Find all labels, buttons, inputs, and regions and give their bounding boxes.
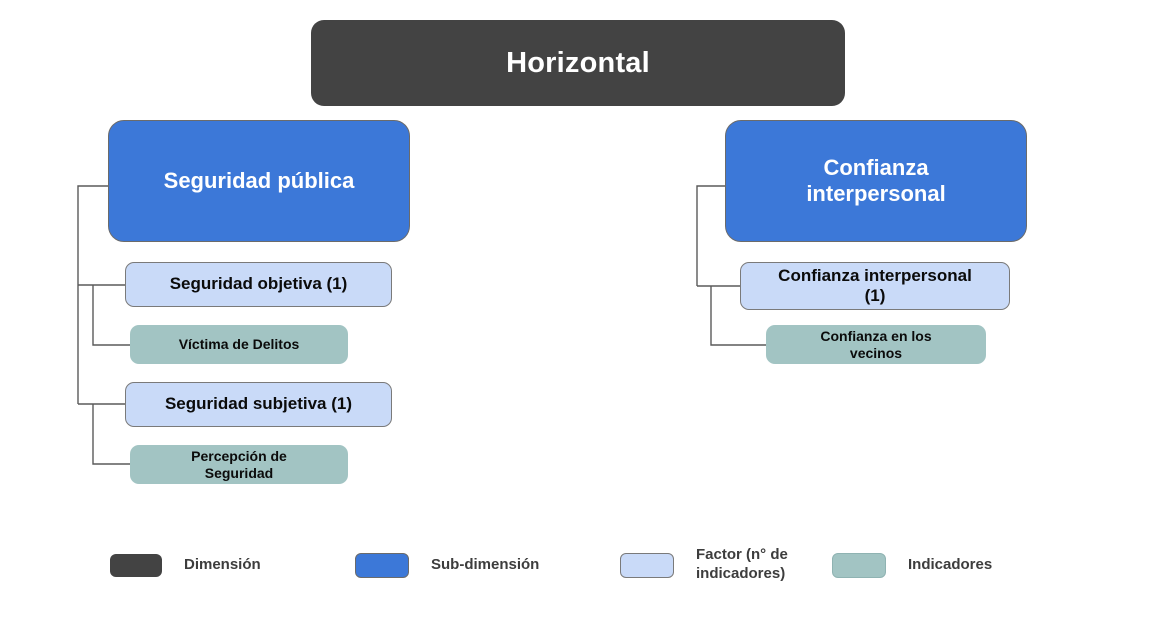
subdimension-node-seguridad-publica[interactable]: Seguridad pública: [108, 120, 410, 242]
legend-label-dimension: Dimensión: [184, 555, 261, 573]
indicator-label: Confianza en los vecinos: [820, 327, 932, 361]
legend-swatch-factor: [620, 552, 674, 578]
legend-item-subdimension[interactable]: Sub-dimensión: [355, 543, 539, 587]
subdimension-label: Seguridad pública: [163, 168, 355, 194]
connector-right-trunk: [696, 185, 725, 286]
indicator-label: Víctima de Delitos: [178, 336, 300, 353]
connector-left-indicator-2: [92, 404, 130, 465]
factor-label: Seguridad objetiva (1): [169, 274, 348, 294]
indicator-node-confianza-en-los-vecinos[interactable]: Confianza en los vecinos: [766, 325, 986, 364]
dimension-label: Horizontal: [506, 46, 650, 79]
subdimension-label: Confianza interpersonal: [806, 155, 946, 206]
subdimension-node-confianza-interpersonal[interactable]: Confianza interpersonal: [725, 120, 1027, 242]
legend-swatch-dimension: [110, 553, 162, 577]
factor-node-seguridad-objetiva[interactable]: Seguridad objetiva (1): [125, 262, 392, 307]
legend-item-indicator[interactable]: Indicadores: [832, 543, 992, 587]
legend-item-factor[interactable]: Factor (n° de indicadores): [620, 543, 788, 587]
indicator-node-percepcion-de-seguridad[interactable]: Percepción de Seguridad: [130, 445, 348, 484]
factor-label: Confianza interpersonal (1): [778, 265, 972, 305]
dimension-node-horizontal[interactable]: Horizontal: [311, 20, 845, 106]
legend: Dimensión Sub-dimensión Factor (n° de in…: [0, 543, 1154, 587]
factor-node-confianza-interpersonal[interactable]: Confianza interpersonal (1): [740, 262, 1010, 310]
connector-right-indicator-1: [710, 286, 767, 346]
legend-swatch-subdimension: [355, 552, 409, 578]
legend-label-subdimension: Sub-dimensión: [431, 555, 540, 573]
legend-label-indicator: Indicadores: [908, 555, 993, 573]
legend-item-dimension[interactable]: Dimensión: [110, 543, 261, 587]
indicator-node-victima-de-delitos[interactable]: Víctima de Delitos: [130, 325, 348, 364]
legend-label-factor: Factor (n° de indicadores): [696, 546, 788, 582]
indicator-label: Percepción de Seguridad: [191, 447, 287, 481]
connector-left-trunk: [77, 185, 108, 404]
factor-label: Seguridad subjetiva (1): [164, 394, 353, 414]
connector-left-indicator-1: [92, 285, 130, 346]
legend-swatch-indicator: [832, 552, 886, 578]
factor-node-seguridad-subjetiva[interactable]: Seguridad subjetiva (1): [125, 382, 392, 427]
